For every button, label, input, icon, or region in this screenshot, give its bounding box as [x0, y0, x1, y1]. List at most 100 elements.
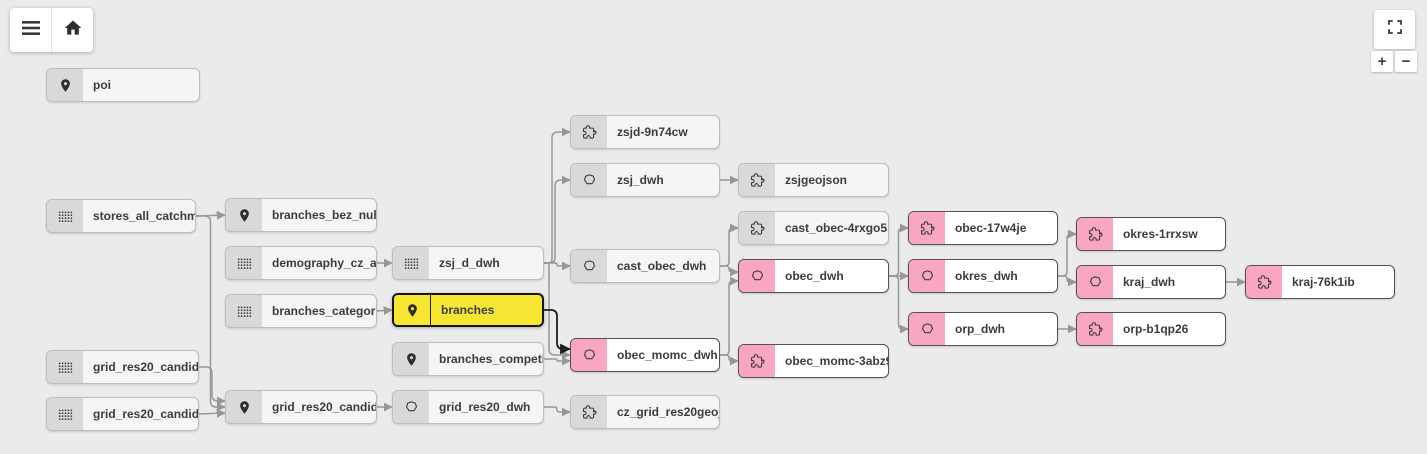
pin-icon: [47, 69, 83, 101]
node-label: obec_momc_dwh: [617, 348, 718, 362]
graph-node[interactable]: obec_dwh: [738, 259, 889, 293]
puzzle-icon: [909, 212, 945, 244]
grid-icon: [226, 295, 262, 327]
graph-node[interactable]: orp-b1qp26: [1076, 312, 1226, 346]
grid-icon: [47, 200, 83, 232]
node-label: branches: [441, 303, 495, 317]
node-label: zsj_d_dwh: [439, 256, 500, 270]
graph-edge: [720, 354, 739, 366]
hamburger-icon: [20, 19, 42, 42]
graph-node[interactable]: obec_momc-3abz9t: [738, 344, 889, 378]
node-label: cast_obec_dwh: [617, 259, 707, 273]
pin-icon: [226, 199, 262, 231]
pin-icon: [394, 295, 431, 325]
graph-node[interactable]: grid_res20_dwh: [392, 390, 544, 424]
polygon-icon: [909, 260, 945, 292]
graph-node[interactable]: cast_obec-4rxgo5: [738, 211, 889, 245]
node-label: obec-17w4je: [955, 221, 1027, 235]
node-label: branches_categories_: [272, 304, 376, 318]
node-label: zsjd-9n74cw: [617, 125, 688, 139]
graph-node[interactable]: kraj_dwh: [1076, 265, 1226, 299]
node-label: branches_competitive: [439, 352, 543, 366]
puzzle-icon: [739, 212, 775, 244]
graph-node[interactable]: zsjd-9n74cw: [570, 115, 720, 149]
polygon-icon: [739, 260, 775, 292]
puzzle-icon: [1077, 218, 1113, 250]
fullscreen-icon: [1386, 18, 1404, 41]
node-label: okres_dwh: [955, 269, 1018, 283]
node-label: obec_momc-3abz9t: [785, 354, 888, 368]
graph-node[interactable]: poi: [46, 68, 200, 102]
graph-node[interactable]: zsj_dwh: [570, 163, 720, 197]
graph-node[interactable]: zsj_d_dwh: [392, 246, 544, 280]
zoom-out-button[interactable]: −: [1395, 51, 1417, 72]
node-label: stores_all_catchment: [93, 209, 195, 223]
home-button[interactable]: [51, 8, 93, 52]
graph-edge: [544, 356, 571, 366]
graph-node[interactable]: branches_competitive: [392, 342, 544, 376]
node-label: poi: [93, 78, 111, 92]
node-label: grid_res20_dwh: [439, 400, 531, 414]
node-label: okres-1rrxsw: [1123, 227, 1198, 241]
graph-node[interactable]: branches_bez_null: [225, 198, 377, 232]
graph-node[interactable]: kraj-76k1ib: [1245, 265, 1395, 299]
grid-icon: [393, 247, 429, 279]
graph-edge: [198, 408, 226, 418]
polygon-icon: [571, 164, 607, 196]
polygon-icon: [571, 250, 607, 282]
graph-node[interactable]: obec_momc_dwh: [570, 338, 720, 372]
node-label: zsjgeojson: [785, 173, 848, 187]
puzzle-icon: [739, 164, 775, 196]
graph-node[interactable]: cast_obec_dwh: [570, 249, 720, 283]
node-label: cast_obec-4rxgo5: [785, 221, 888, 235]
graph-node[interactable]: orp_dwh: [908, 312, 1058, 346]
puzzle-icon: [1246, 266, 1282, 298]
graph-edge: [720, 265, 739, 277]
toolbar: [10, 8, 93, 52]
node-label: grid_res20_candidate: [93, 407, 198, 421]
node-label: cz_grid_res20geojson: [617, 405, 719, 419]
graph-node[interactable]: branches_categories_: [225, 294, 377, 328]
zoom-controls: + −: [1371, 51, 1417, 72]
graph-node[interactable]: obec-17w4je: [908, 211, 1058, 245]
graph-node[interactable]: stores_all_catchment: [46, 199, 196, 233]
node-label: demography_cz_age_: [272, 256, 376, 270]
zoom-in-button[interactable]: +: [1371, 51, 1393, 72]
puzzle-icon: [1077, 313, 1113, 345]
grid-icon: [47, 351, 83, 383]
home-icon: [63, 18, 83, 43]
node-label: orp_dwh: [955, 322, 1005, 336]
graph-node[interactable]: grid_res20_candidate: [225, 390, 377, 424]
puzzle-icon: [571, 116, 607, 148]
graph-node[interactable]: okres-1rrxsw: [1076, 217, 1226, 251]
graph-edge: [1058, 275, 1077, 287]
graph-edge: [889, 275, 909, 334]
graph-edge: [544, 309, 571, 355]
polygon-icon: [1077, 266, 1113, 298]
graph-edge: [544, 261, 571, 271]
graph-edge: [196, 215, 226, 412]
grid-icon: [47, 398, 83, 430]
graph-node[interactable]: grid_res20_candidate: [46, 397, 199, 431]
graph-node[interactable]: okres_dwh: [908, 259, 1058, 293]
node-label: orp-b1qp26: [1123, 322, 1189, 336]
grid-icon: [226, 247, 262, 279]
node-label: zsj_dwh: [617, 173, 664, 187]
node-label: grid_res20_candidate: [93, 360, 198, 374]
pin-icon: [393, 343, 429, 375]
polygon-icon: [571, 339, 607, 371]
graph-node[interactable]: cz_grid_res20geojson: [570, 395, 720, 429]
polygon-icon: [909, 313, 945, 345]
menu-button[interactable]: [10, 8, 51, 52]
puzzle-icon: [739, 345, 775, 377]
graph-node[interactable]: zsjgeojson: [738, 163, 889, 197]
node-label: obec_dwh: [785, 269, 844, 283]
graph-node[interactable]: branches: [392, 293, 544, 327]
graph-node[interactable]: grid_res20_candidate: [46, 350, 199, 384]
fullscreen-button[interactable]: [1374, 10, 1415, 49]
graph-node[interactable]: demography_cz_age_: [225, 246, 377, 280]
graph-edge: [199, 366, 226, 406]
polygon-icon: [393, 391, 429, 423]
